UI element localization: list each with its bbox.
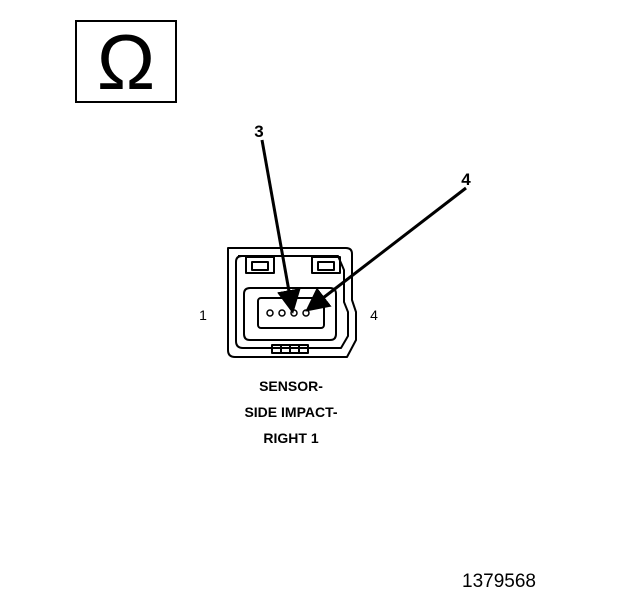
terminal-pins [266,309,310,317]
figure-number: 1379568 [462,571,536,592]
callout-arrow-3 [260,139,301,314]
ohm-symbol-icon: Ω [75,18,177,106]
ohm-symbol: Ω [97,18,155,106]
connector-caption: SENSOR- SIDE IMPACT- RIGHT 1 [141,373,441,451]
pin-callout-4: 4 [461,170,471,189]
caption-line-2: SIDE IMPACT- [244,404,338,420]
pin-callout-3: 3 [254,122,263,141]
pin-4 [302,309,310,317]
end-label-left: 1 [199,307,207,323]
pin-2 [278,309,286,317]
caption-line-3: RIGHT 1 [263,430,319,446]
caption-line-1: SENSOR- [259,378,323,394]
callout-arrow-4 [305,186,467,312]
connector-body [227,247,357,358]
pin-3 [290,309,298,317]
pin-1 [266,309,274,317]
end-label-right: 4 [370,307,378,323]
